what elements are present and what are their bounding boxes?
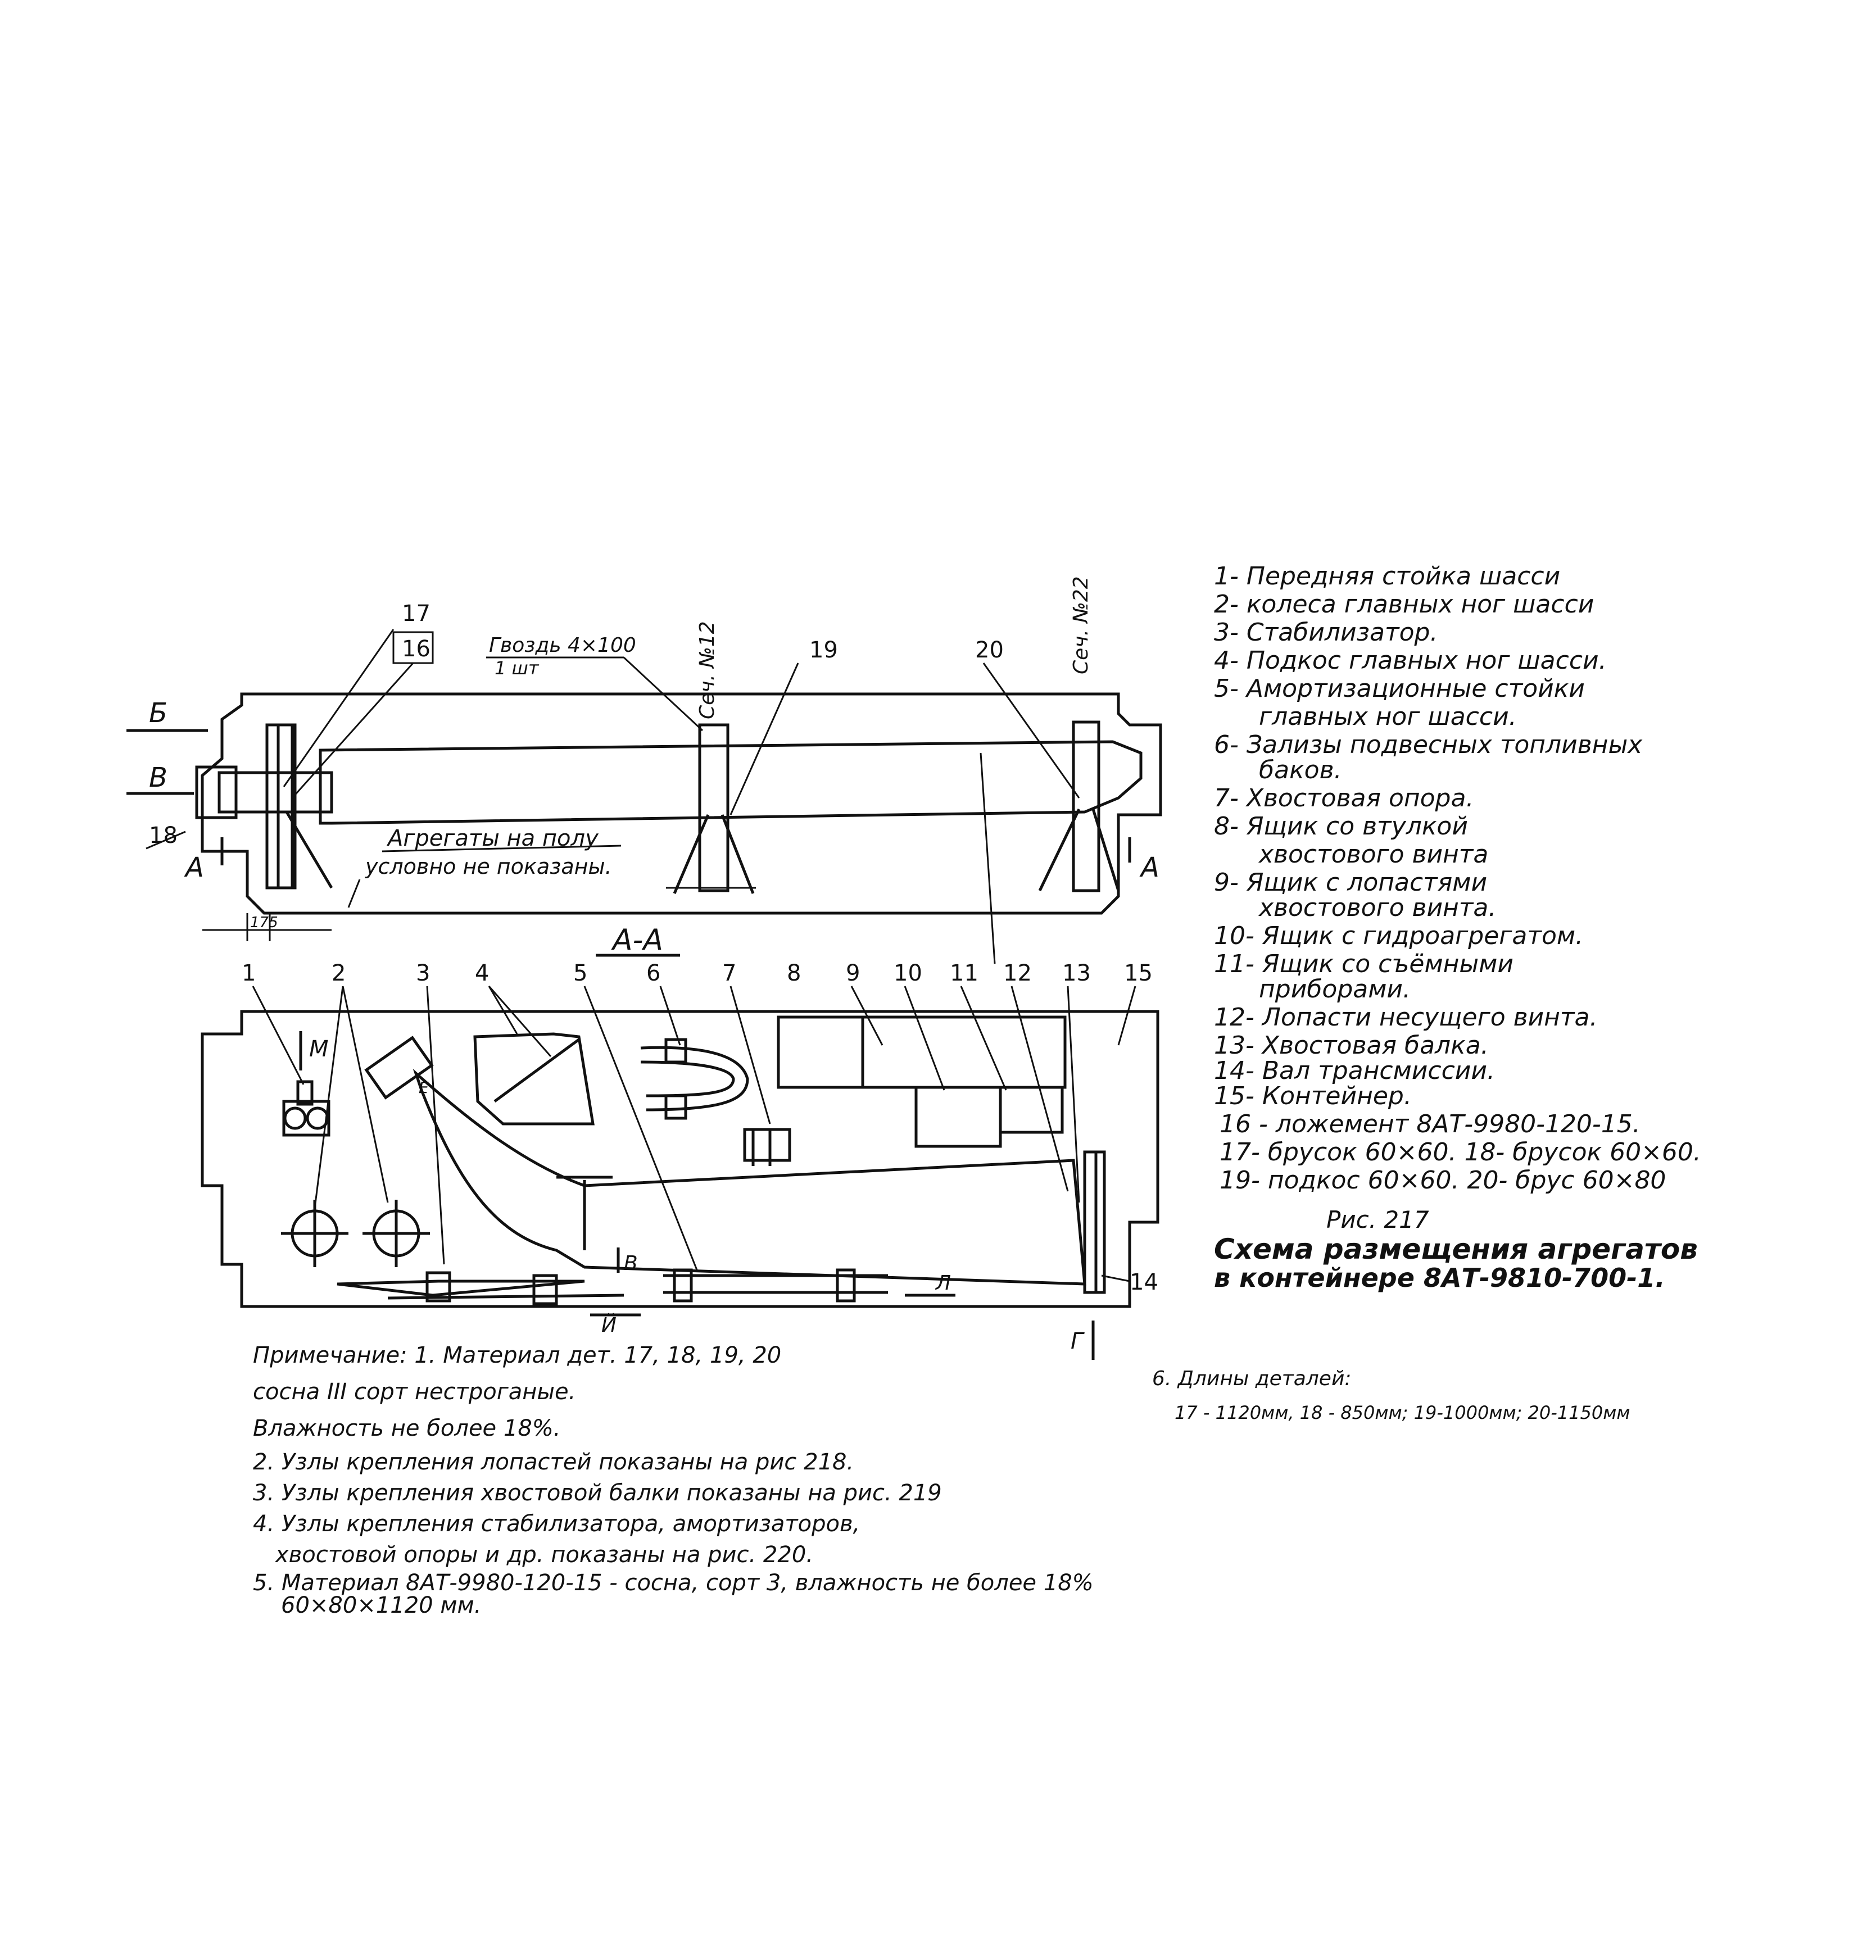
legend-line-14: 10- Ящик с гидроагрегатом. — [1214, 922, 1583, 950]
legend-line-7: 6- Зализы подвесных топливных — [1214, 731, 1643, 759]
note-line-9: 60×80×1120 мм. — [281, 1592, 481, 1618]
sec-callout-15: 15 — [1124, 960, 1153, 986]
legend: 1- Передняя стойка шасси 2- колеса главн… — [1214, 562, 1701, 1195]
sec-callout-2: 2 — [332, 960, 346, 986]
note-line-7: хвостовой опоры и др. показаны на рис. 2… — [274, 1542, 813, 1568]
legend-line-17: 12- Лопасти несущего винта. — [1214, 1003, 1597, 1032]
letter-V2: В — [624, 1252, 638, 1275]
fuel-tank-fairings — [640, 1038, 749, 1120]
label-gvozd-sub: 1 шт — [495, 657, 540, 679]
note-line-6: 4. Узлы крепления стабилизатора, амортиз… — [253, 1511, 860, 1537]
floor-note-line2: условно не показаны. — [365, 854, 612, 879]
callout-17: 17 — [402, 601, 431, 627]
support-sec22 — [1038, 720, 1120, 892]
section-title: А-А — [611, 923, 663, 957]
lengths-title: 6. Длины деталей: — [1152, 1367, 1351, 1390]
sec-callout-11: 11 — [950, 960, 978, 986]
note-line-8: 5. Материал 8АТ-9980-120-15 - сосна, сор… — [253, 1570, 1094, 1596]
legend-line-10: 8- Ящик со втулкой — [1214, 812, 1468, 841]
letter-M: М — [309, 1036, 329, 1062]
dim-175: 175 — [250, 914, 278, 931]
sec-callout-7: 7 — [722, 960, 736, 986]
box-11 — [999, 1086, 1064, 1134]
legend-line-8: баков. — [1259, 756, 1342, 784]
sec-callout-12: 12 — [1003, 960, 1032, 986]
legend-line-13: хвостового винта. — [1258, 893, 1496, 922]
legend-line-12: 9- Ящик с лопастями — [1214, 868, 1487, 897]
legend-line-20: 15- Контейнер. — [1214, 1082, 1412, 1110]
letter-V: В — [149, 762, 167, 793]
sec-callout-9: 9 — [846, 960, 860, 986]
legend-line-5: 5- Амортизационные стойки — [1214, 674, 1585, 703]
legend-line-21: 16 - ложемент 8АТ-9980-120-15. — [1220, 1110, 1641, 1138]
callout-16: 16 — [402, 636, 431, 662]
note-line-3: Влажность не более 18%. — [253, 1415, 561, 1441]
letter-E: Е — [419, 1078, 429, 1097]
legend-line-6: главных ног шасси. — [1259, 702, 1517, 731]
note-line-5: 3. Узлы крепления хвостовой балки показа… — [253, 1480, 942, 1506]
letter-Y: Й — [601, 1313, 617, 1337]
nose-gear — [282, 1080, 330, 1137]
shock-struts — [337, 1268, 888, 1305]
legend-line-18: 13- Хвостовая балка. — [1214, 1031, 1489, 1060]
box-9 — [861, 1015, 1067, 1089]
main-wheels — [281, 1200, 430, 1267]
section-callouts: 1 2 3 4 5 6 7 8 9 10 11 12 13 15 14 — [242, 960, 1158, 1295]
callout-19: 19 — [809, 637, 838, 663]
tail-skid — [743, 1128, 791, 1166]
sec-callout-4: 4 — [475, 960, 489, 986]
gear-struts — [473, 1032, 595, 1126]
label-sec22: Сеч. №22 — [1070, 576, 1093, 674]
box-10 — [914, 1086, 1002, 1148]
letter-A-right: А — [1139, 852, 1159, 883]
support-sec12 — [666, 723, 756, 894]
label-sec12: Сеч. №12 — [696, 621, 719, 719]
container-outline-top — [201, 692, 1162, 915]
legend-line-2: 2- колеса главных ног шасси — [1214, 590, 1594, 619]
main-rotor-blade — [319, 740, 1143, 825]
label-gvozd: Гвоздь 4×100 — [489, 634, 636, 657]
legend-line-11: хвостового винта — [1258, 840, 1488, 869]
sec-callout-13: 13 — [1062, 960, 1091, 986]
figure-caption-line2: в контейнере 8АТ-9810-700-1. — [1214, 1263, 1665, 1293]
container-outline-section — [201, 1010, 1159, 1308]
lengths-values: 17 - 1120мм, 18 - 850мм; 19-1000мм; 20-1… — [1175, 1402, 1630, 1423]
legend-line-19: 14- Вал трансмиссии. — [1214, 1056, 1495, 1085]
sec-callout-3: 3 — [416, 960, 430, 986]
sec-callout-6: 6 — [646, 960, 660, 986]
legend-line-22: 17- брусок 60×60. 18- брусок 60×60. — [1220, 1138, 1701, 1167]
tail-boom — [364, 1036, 1106, 1294]
note-line-4: 2. Узлы крепления лопастей показаны на р… — [253, 1449, 854, 1475]
figure-caption-line1: Схема размещения агрегатов — [1214, 1233, 1698, 1265]
sec-callout-1: 1 — [242, 960, 256, 986]
legend-line-23: 19- подкос 60×60. 20- брус 60×80 — [1220, 1166, 1666, 1195]
callout-20: 20 — [975, 637, 1004, 663]
sec-callout-8: 8 — [787, 960, 801, 986]
legend-line-16: приборами. — [1259, 975, 1411, 1004]
legend-line-3: 3- Стабилизатор. — [1214, 618, 1438, 647]
letter-B: Б — [149, 697, 167, 729]
notes: Примечание: 1. Материал дет. 17, 18, 19,… — [253, 1342, 1094, 1618]
legend-line-1: 1- Передняя стойка шасси — [1214, 562, 1560, 591]
letter-A-left: А — [184, 852, 204, 883]
sec-callout-10: 10 — [894, 960, 922, 986]
note-line-2: сосна III сорт нестроганые. — [253, 1379, 576, 1405]
sec-callout-14: 14 — [1130, 1269, 1158, 1295]
section-view: 1 2 3 4 5 6 7 8 9 10 11 12 13 15 14 — [201, 960, 1159, 1360]
top-view: Агрегаты на полу условно не показаны. Гв… — [126, 576, 1162, 964]
box-8 — [777, 1015, 864, 1089]
legend-line-9: 7- Хвостовая опора. — [1214, 784, 1474, 813]
figure-number: Рис. 217 — [1326, 1206, 1429, 1233]
letter-G: Г — [1071, 1328, 1085, 1354]
legend-line-15: 11- Ящик со съёмными — [1214, 950, 1514, 978]
sec-callout-5: 5 — [573, 960, 587, 986]
letter-L: Л — [935, 1272, 951, 1295]
note-line-1: Примечание: 1. Материал дет. 17, 18, 19,… — [253, 1342, 781, 1368]
legend-line-4: 4- Подкос главных ног шасси. — [1214, 646, 1607, 675]
callout-18: 18 — [149, 823, 178, 849]
left-support — [195, 723, 333, 890]
